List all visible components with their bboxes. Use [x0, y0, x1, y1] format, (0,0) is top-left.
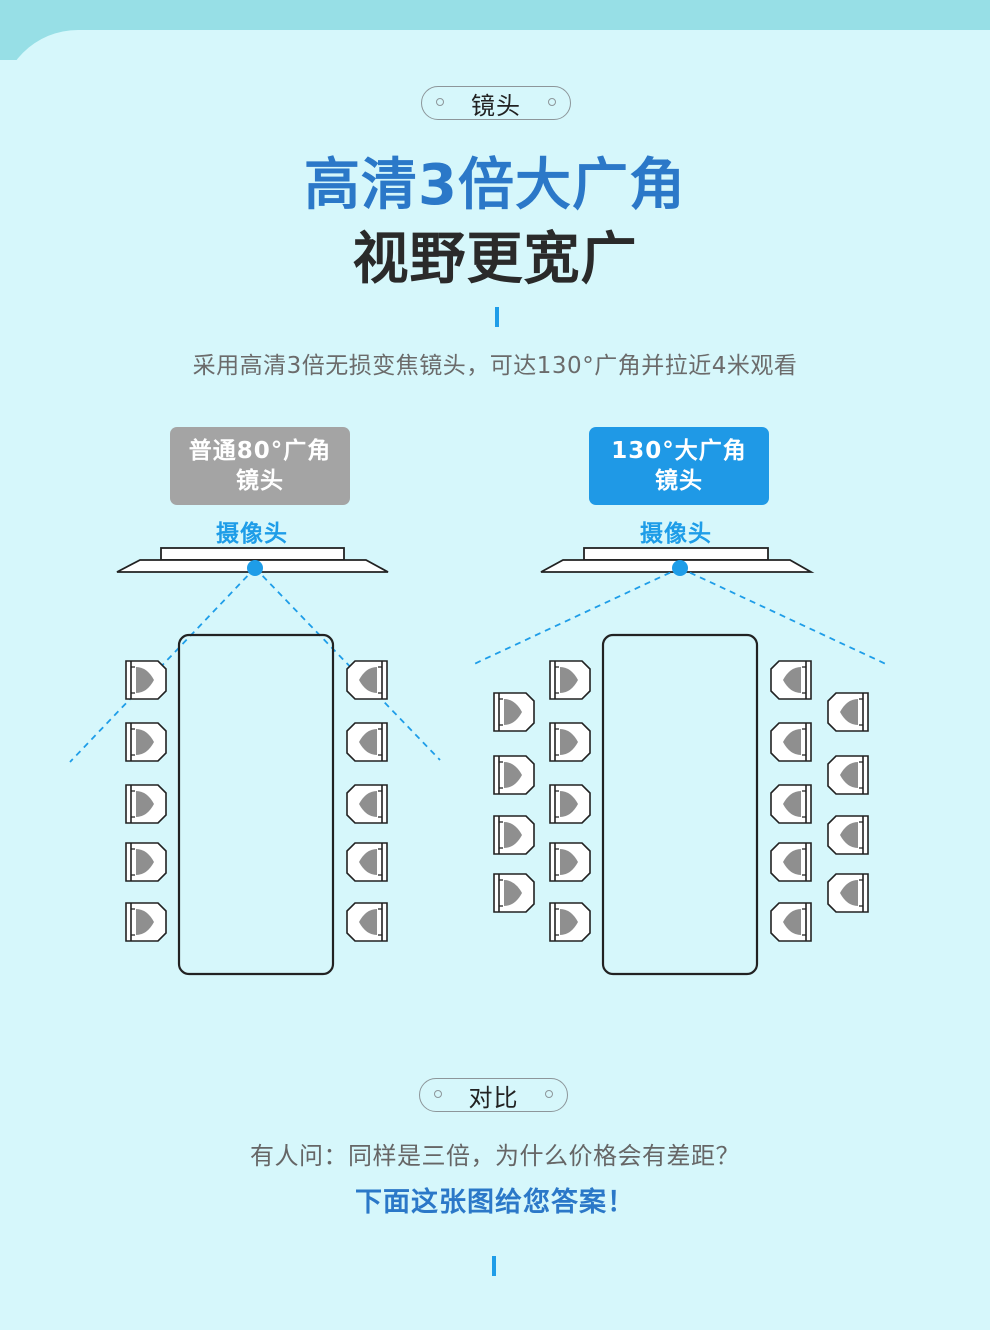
right-fov-line: [471, 567, 681, 666]
question-text: 有人问：同样是三倍，为什么价格会有差距？: [250, 1142, 740, 1170]
camera-label-right: 摄像头: [640, 521, 712, 547]
description-text: 采用高清3倍无损变焦镜头，可达130°广角并拉近4米观看: [192, 353, 798, 379]
meeting-room-diagram: [69, 547, 889, 976]
normal-lens-label: 普通80°广角 镜头: [170, 427, 350, 505]
right-chairs: [493, 660, 868, 942]
wide-lens-label: 130°大广角 镜头: [589, 427, 769, 505]
right-table: [601, 633, 759, 976]
headline-primary: 高清3倍大广角: [304, 153, 686, 218]
pill-dot-icon: [436, 98, 444, 106]
pill-dot-icon: [434, 1090, 442, 1098]
wide-lens-label-line1: 130°大广角: [611, 438, 747, 464]
left-table: [177, 633, 335, 976]
camera-label-left: 摄像头: [216, 521, 288, 547]
divider-bar: [495, 307, 499, 327]
divider-bar-bottom: [492, 1256, 496, 1276]
headline-secondary: 视野更宽广: [352, 227, 638, 292]
answer-text: 下面这张图给您答案！: [355, 1187, 635, 1218]
left-fov-line: [254, 567, 441, 761]
pill-dot-icon: [545, 1090, 553, 1098]
left-chairs: [125, 660, 387, 942]
normal-lens-label-line2: 镜头: [236, 468, 284, 494]
normal-lens-label-line1: 普通80°广角: [188, 438, 332, 464]
compare-tag-pill: 对比: [419, 1078, 568, 1112]
section-tag-label: 镜头: [471, 91, 521, 120]
section-tag-pill: 镜头: [421, 86, 571, 120]
right-fov-line: [679, 567, 889, 666]
left-camera-dot: [247, 560, 263, 576]
pill-dot-icon: [548, 98, 556, 106]
wide-lens-label-line2: 镜头: [655, 468, 703, 494]
compare-tag-label: 对比: [468, 1083, 519, 1112]
right-camera-dot: [672, 560, 688, 576]
